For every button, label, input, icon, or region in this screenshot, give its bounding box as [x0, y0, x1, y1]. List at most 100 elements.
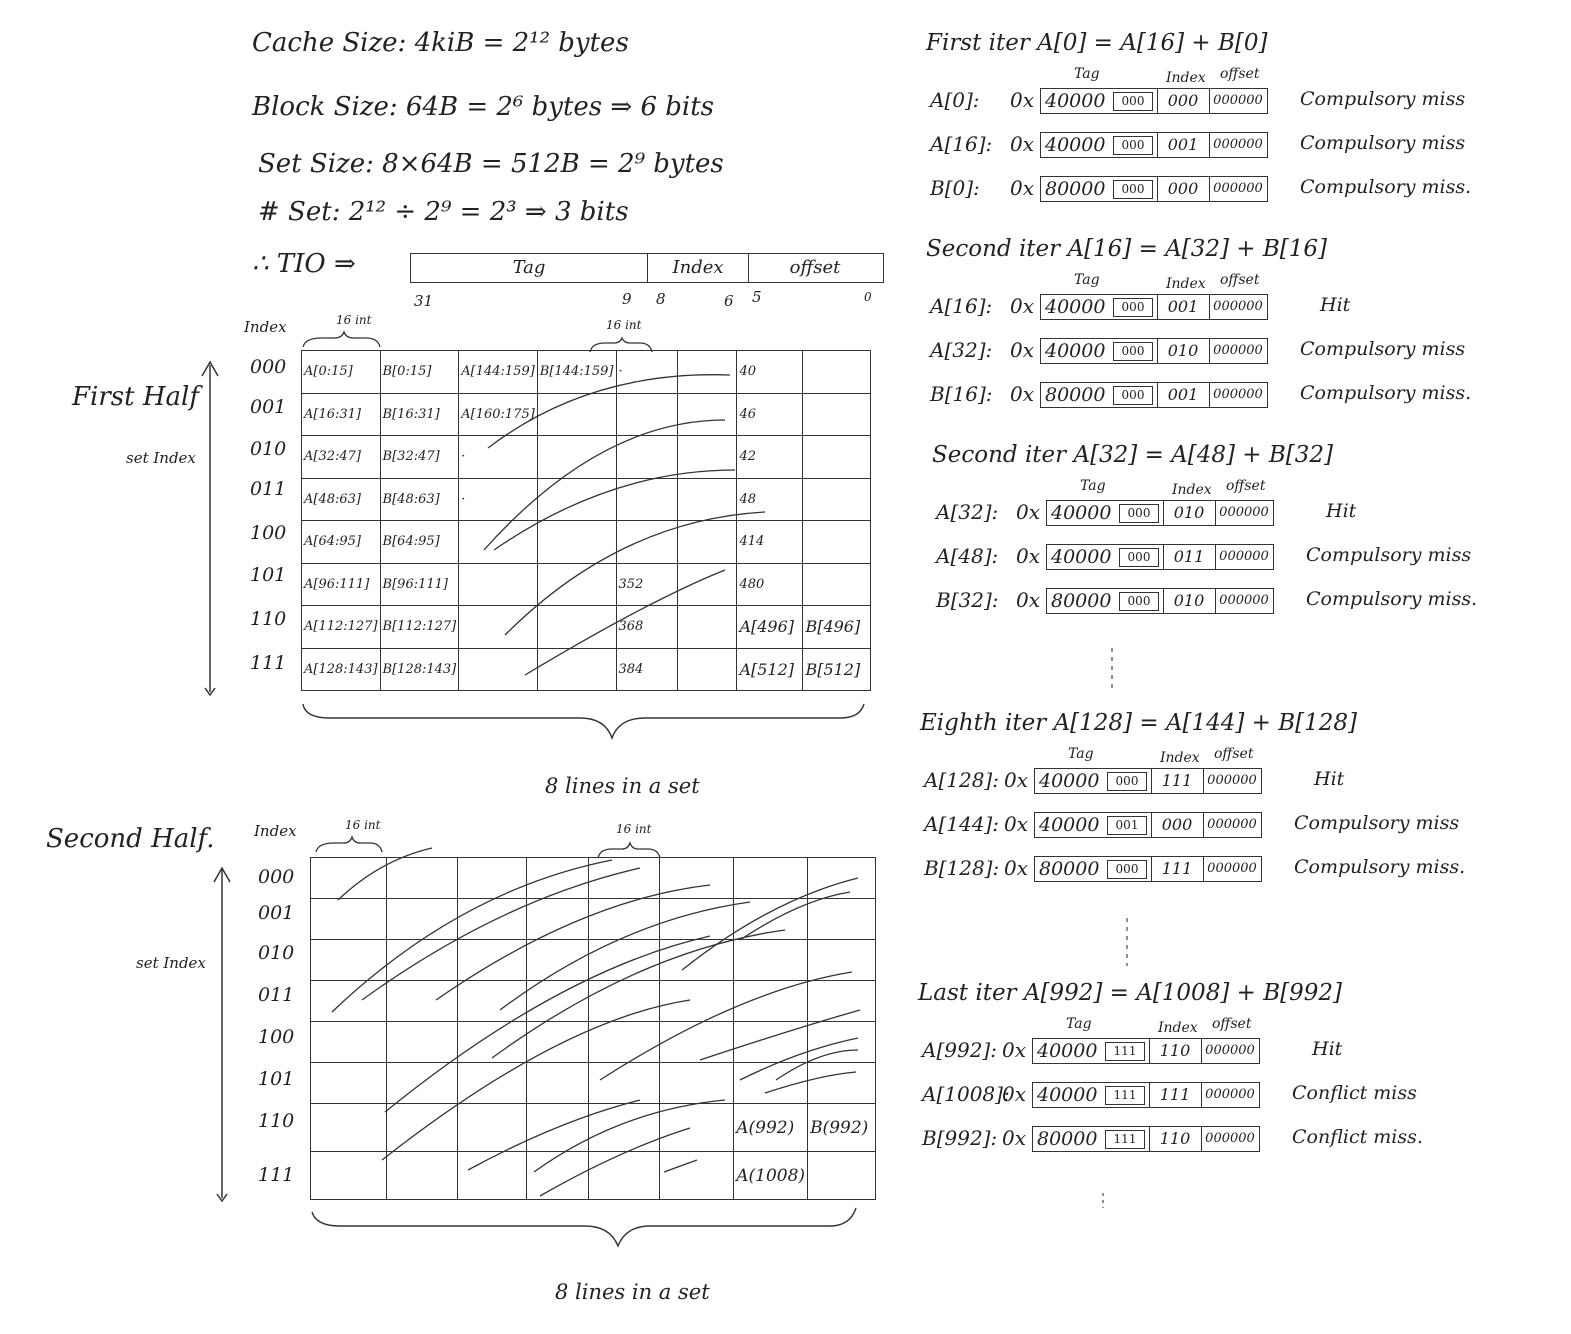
table-row: A[48:63]B[48:63]·48 — [301, 477, 871, 521]
table-cell: A[96:111] — [301, 562, 381, 606]
tag-hex-value: 80000 — [1039, 858, 1100, 880]
tag-low-bits: 000 — [1113, 92, 1153, 111]
access-result: Compulsory miss — [1300, 338, 1466, 360]
tio-address-bar: Tag Index offset — [410, 253, 884, 283]
tag-hex-value: 40000 — [1051, 502, 1112, 524]
row-index: 001 — [250, 396, 287, 418]
tag-low-bits: 111 — [1105, 1130, 1145, 1149]
first-half-title: First Half — [72, 382, 199, 412]
table-cell: B[64:95] — [379, 520, 460, 564]
row-index: 010 — [258, 942, 295, 964]
row-index: 100 — [250, 522, 287, 544]
tag-low-bits: 111 — [1105, 1042, 1145, 1061]
array-element-name: A[0]: — [930, 88, 980, 112]
offset-bits: 000000 — [1209, 295, 1266, 319]
tag-hex-value: 40000 — [1045, 134, 1106, 156]
table-row: A[64:95]B[64:95]414 — [301, 520, 871, 564]
hex-prefix: 0x — [1002, 1082, 1027, 1106]
table-cell: 384 — [615, 647, 679, 691]
tio-bit-0: 0 — [864, 290, 872, 304]
index-column-header: Index — [1160, 750, 1200, 766]
tag-low-bits: 111 — [1105, 1086, 1145, 1105]
access-result: Compulsory miss. — [1294, 856, 1466, 878]
array-element-name: A[128]: — [924, 768, 999, 792]
table-cell: B[512] — [802, 647, 871, 691]
table-row: A(1008) — [309, 1151, 876, 1200]
table-row: A[16:31]B[16:31]A[160:175]46 — [301, 392, 871, 436]
hex-prefix: 0x — [1004, 812, 1029, 836]
table-cell — [677, 562, 738, 606]
table-cell: B[48:63] — [379, 477, 460, 521]
table-cell: B[0:15] — [379, 350, 460, 394]
tag-column-header: Tag — [1080, 478, 1106, 494]
table-row — [309, 857, 876, 899]
tag-low-bits: 000 — [1113, 180, 1153, 199]
table-cell: 352 — [615, 562, 679, 606]
table-cell — [536, 647, 617, 691]
row-index: 100 — [258, 1026, 295, 1048]
tio-index-field: Index — [648, 254, 749, 282]
tio-bit-8: 8 — [656, 290, 666, 308]
array-element-name: B[128]: — [924, 856, 1000, 880]
tio-bit-5: 5 — [752, 288, 762, 306]
index-bits: 000 — [1157, 89, 1208, 113]
iteration-heading: Last iter A[992] = A[1008] + B[992] — [918, 980, 1342, 1006]
offset-bits: 000000 — [1201, 1127, 1258, 1151]
tag-low-bits: 000 — [1113, 342, 1153, 361]
hex-prefix: 0x — [1016, 588, 1041, 612]
table-cell — [458, 647, 538, 691]
array-element-name: A[992]: — [922, 1038, 997, 1062]
tag-hex-value: 80000 — [1051, 590, 1112, 612]
tio-tag-field: Tag — [411, 254, 648, 282]
tio-label: ∴ TIO ⇒ — [252, 249, 356, 279]
index-bits: 001 — [1157, 383, 1208, 407]
table-cell — [802, 520, 871, 564]
table-cell: B[32:47] — [379, 435, 460, 479]
table-cell — [536, 562, 617, 606]
tag-hex-value: 40000 — [1039, 770, 1100, 792]
table-cell: A[144:159] — [458, 350, 538, 394]
iteration-heading: First iter A[0] = A[16] + B[0] — [926, 30, 1268, 56]
offset-bits: 000000 — [1209, 383, 1266, 407]
offset-bits: 000000 — [1215, 589, 1272, 613]
tag-hex-value: 40000 — [1039, 814, 1100, 836]
table-cell — [802, 435, 871, 479]
cell-a992: A(992) — [733, 1103, 809, 1152]
index-bits: 001 — [1157, 133, 1208, 157]
array-element-name: A[32]: — [930, 338, 993, 362]
first-half-axis-label: set Index — [126, 449, 196, 467]
row-index: 001 — [258, 902, 295, 924]
table-cell: B[96:111] — [379, 562, 460, 606]
tag-hex-value: 40000 — [1045, 90, 1106, 112]
offset-bits: 000000 — [1203, 857, 1260, 881]
table-cell: 480 — [736, 562, 804, 606]
iteration-heading: Second iter A[32] = A[48] + B[32] — [932, 442, 1334, 468]
cell-a1008: A(1008) — [733, 1151, 809, 1200]
row-index: 011 — [250, 478, 287, 500]
index-column-header: Index — [1166, 276, 1206, 292]
first-half-lines-label: 8 lines in a set — [545, 774, 700, 798]
row-index: 110 — [258, 1110, 295, 1132]
second-half-lines-label: 8 lines in a set — [555, 1280, 710, 1304]
table-cell: 40 — [736, 350, 804, 394]
index-column-header: Index — [1158, 1020, 1198, 1036]
hex-prefix: 0x — [1002, 1038, 1027, 1062]
index-bits: 010 — [1157, 339, 1208, 363]
tag-hex-value: 80000 — [1037, 1128, 1098, 1150]
first-half-16int-label: 16 int — [336, 313, 372, 327]
access-result: Compulsory miss. — [1306, 588, 1478, 610]
tag-low-bits: 001 — [1107, 816, 1147, 835]
offset-column-header: offset — [1220, 272, 1260, 288]
second-half-title: Second Half. — [46, 824, 215, 854]
offset-column-header: offset — [1220, 66, 1260, 82]
